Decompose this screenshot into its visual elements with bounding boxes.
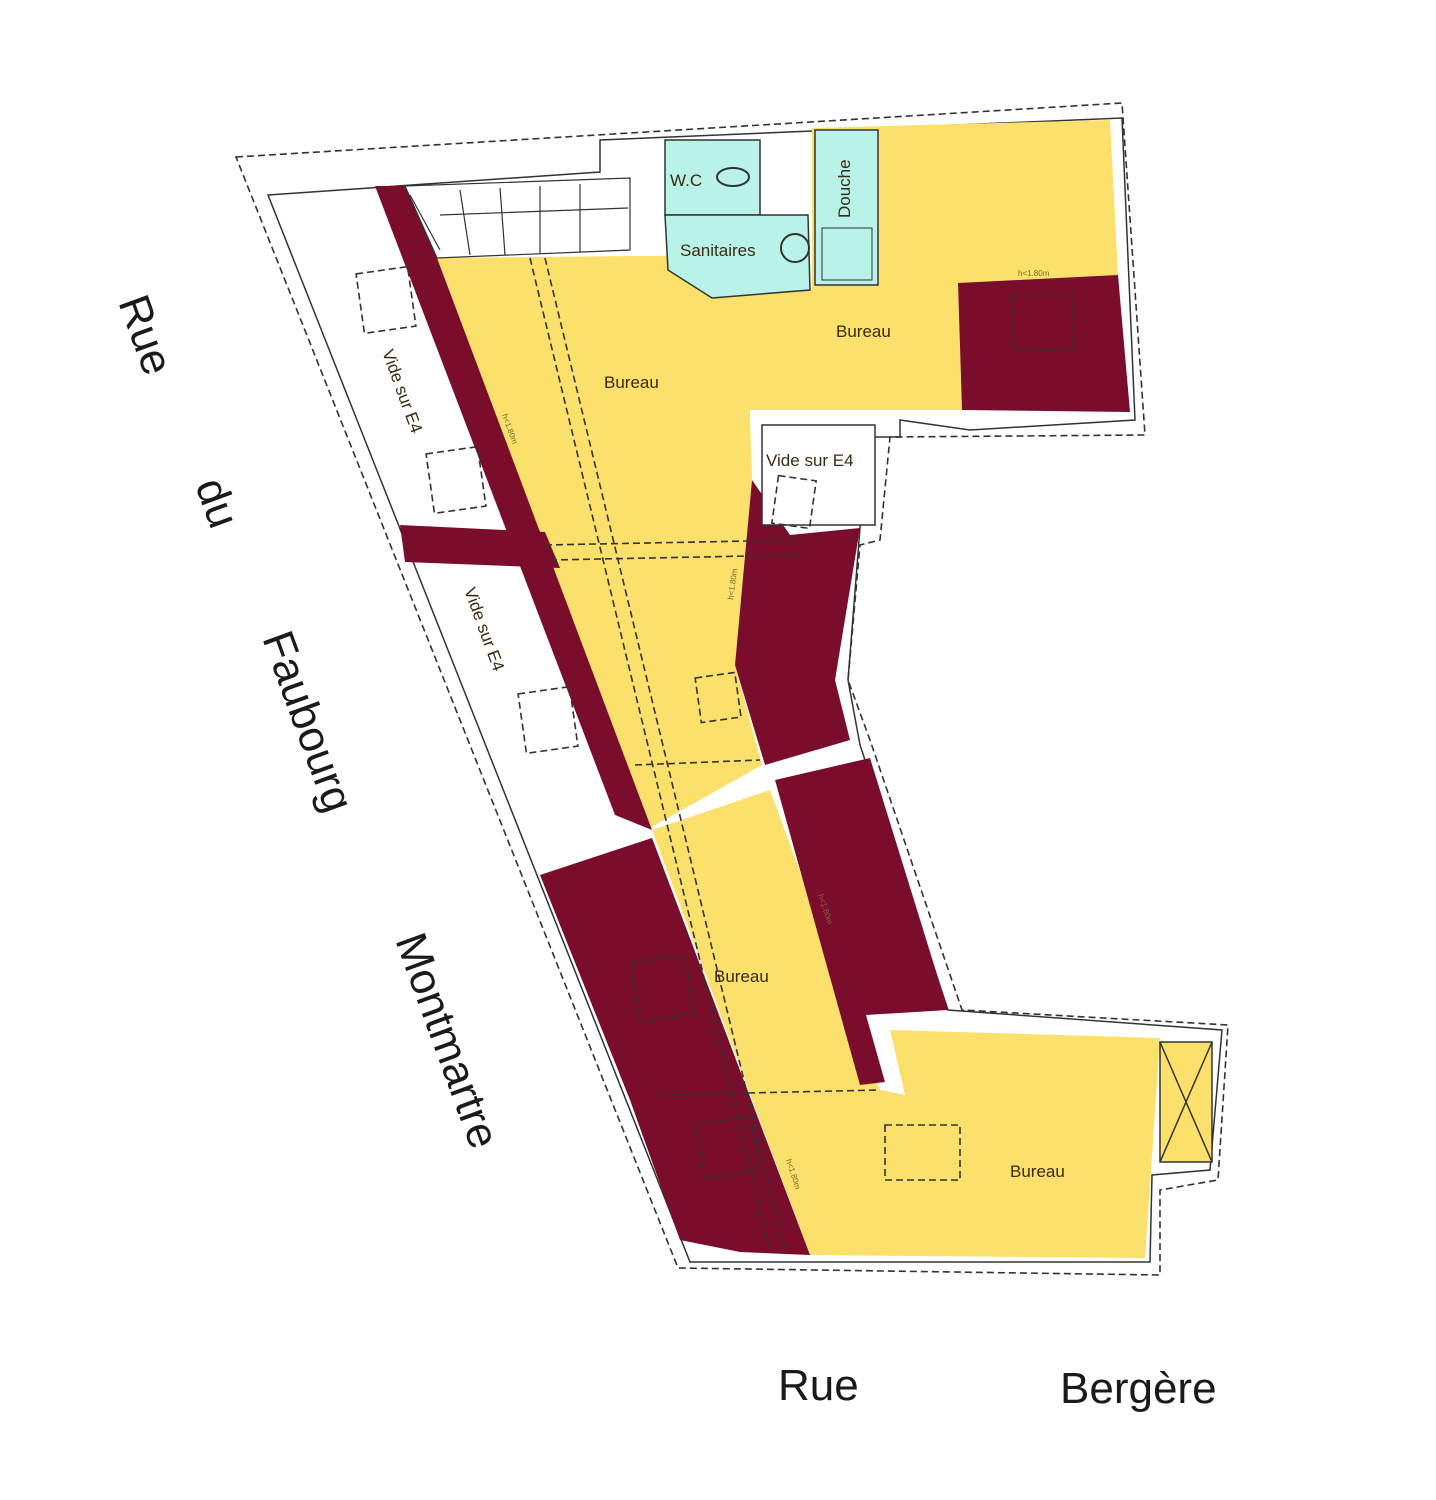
room-label-douche: Douche — [835, 159, 854, 218]
street-label: Bergère — [1060, 1364, 1217, 1413]
street-label: Faubourg — [253, 625, 363, 819]
void-label: Vide sur E4 — [460, 585, 508, 674]
low-ceiling-lower-left — [540, 838, 810, 1255]
room-label-bureau: Bureau — [714, 967, 769, 986]
low-ceiling-left-band — [375, 186, 652, 830]
shower-tray-icon — [821, 227, 873, 281]
toilet-icon — [716, 167, 750, 187]
street-label: du — [186, 472, 249, 535]
wc-room — [664, 139, 761, 216]
room-label-bureau: Bureau — [836, 322, 891, 341]
office-upper-left — [437, 255, 762, 828]
washbasin-icon — [780, 233, 810, 263]
street-label: Rue — [778, 1361, 859, 1410]
elevator-icon — [1159, 1041, 1213, 1163]
street-label: Montmartre — [386, 927, 509, 1155]
dashed-ducts — [355, 257, 1073, 1251]
void-label: Vide sur E4 — [766, 451, 854, 470]
office-lower — [652, 790, 1160, 1258]
room-label-bureau: Bureau — [1010, 1162, 1065, 1181]
room-label-wc: W.C — [670, 171, 702, 190]
street-label: Rue — [109, 289, 183, 382]
low-ceiling-crossbar — [400, 525, 560, 568]
low-ceiling-right-middle — [735, 480, 860, 765]
height-note: h<1.80m — [1018, 269, 1050, 278]
sanitaires-room — [664, 214, 811, 299]
void-label: Vide sur E4 — [378, 347, 426, 436]
room-label-sanitaires: Sanitaires — [680, 241, 756, 260]
property-boundary — [234, 102, 1229, 1276]
low-ceiling-upper-right — [958, 275, 1130, 412]
room-label-bureau: Bureau — [604, 373, 659, 392]
staircase-icon — [404, 177, 631, 259]
void-shaft — [761, 424, 876, 526]
douche-room — [814, 129, 879, 286]
low-ceiling-lower-middle — [775, 758, 948, 1085]
height-note: h<1.80m — [726, 568, 739, 601]
